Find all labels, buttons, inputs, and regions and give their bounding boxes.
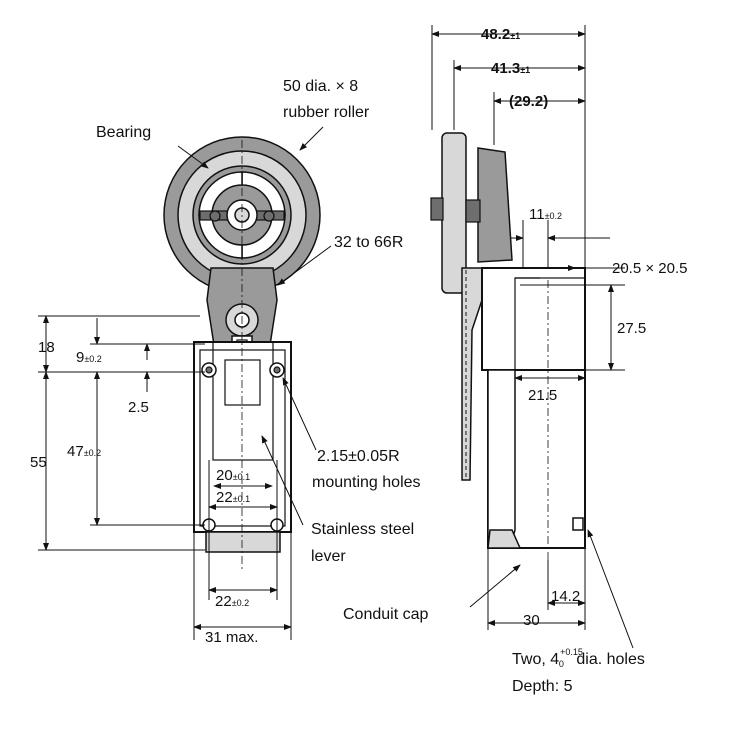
bottom-dimensions bbox=[193, 460, 292, 640]
dim-29: (29.2) bbox=[509, 93, 548, 110]
dim-27-5: 27.5 bbox=[617, 320, 646, 337]
roller-leader bbox=[299, 126, 324, 151]
dim-22-b: 22±0.2 bbox=[215, 593, 249, 610]
lever-label: Stainless steel bbox=[311, 521, 414, 538]
lever-leader bbox=[261, 435, 304, 526]
conduit-cap-side bbox=[487, 529, 522, 549]
front-view bbox=[38, 126, 332, 640]
switch-body-front bbox=[193, 140, 292, 570]
dim-20: 20±0.1 bbox=[216, 467, 250, 484]
callout-labels: Bearing 50 dia. × 8 rubber roller 32 to … bbox=[96, 78, 645, 695]
mount-holes-label-2: mounting holes bbox=[312, 474, 421, 491]
dim-55: 55 bbox=[30, 454, 47, 471]
top-dimensions bbox=[431, 25, 586, 268]
dim-14-2: 14.2 bbox=[551, 588, 580, 605]
dimension-labels: 48.2±1 41.3±1 (29.2) 11±0.2 20.5 × 20.5 … bbox=[30, 26, 687, 646]
radius-label: 32 to 66R bbox=[334, 234, 403, 251]
dim-48: 48.2±1 bbox=[481, 26, 520, 43]
right-dimensions bbox=[487, 220, 625, 630]
dim-20-5: 20.5 × 20.5 bbox=[612, 260, 687, 277]
radius-leader bbox=[277, 245, 332, 286]
mount-holes-label: 2.15±0.05R bbox=[317, 448, 400, 465]
side-view bbox=[430, 25, 634, 649]
dim-9: 9±0.2 bbox=[76, 349, 102, 366]
conduit-leader bbox=[469, 564, 521, 608]
depth-label: Depth: 5 bbox=[512, 678, 573, 695]
holes-leader bbox=[587, 529, 634, 649]
dim-31: 31 max. bbox=[205, 629, 258, 646]
roller-label: 50 dia. × 8 bbox=[283, 78, 358, 95]
dim-41: 41.3±1 bbox=[491, 60, 530, 77]
dim-30: 30 bbox=[523, 612, 540, 629]
lever-label-2: lever bbox=[311, 548, 346, 565]
bearing-label: Bearing bbox=[96, 124, 151, 141]
mount-holes-leader bbox=[282, 377, 317, 451]
bearing-side bbox=[477, 147, 513, 263]
dim-21-5: 21.5 bbox=[528, 387, 557, 404]
dim-47: 47±0.2 bbox=[67, 443, 101, 460]
roller-label-2: rubber roller bbox=[283, 104, 370, 121]
conduit-label: Conduit cap bbox=[343, 606, 428, 623]
dim-22-a: 22±0.1 bbox=[216, 489, 250, 506]
dim-18: 18 bbox=[38, 339, 55, 356]
bearing-leader bbox=[177, 145, 209, 169]
dim-11: 11±0.2 bbox=[529, 206, 562, 223]
dim-2-5: 2.5 bbox=[128, 399, 149, 416]
left-dimensions bbox=[38, 315, 205, 551]
